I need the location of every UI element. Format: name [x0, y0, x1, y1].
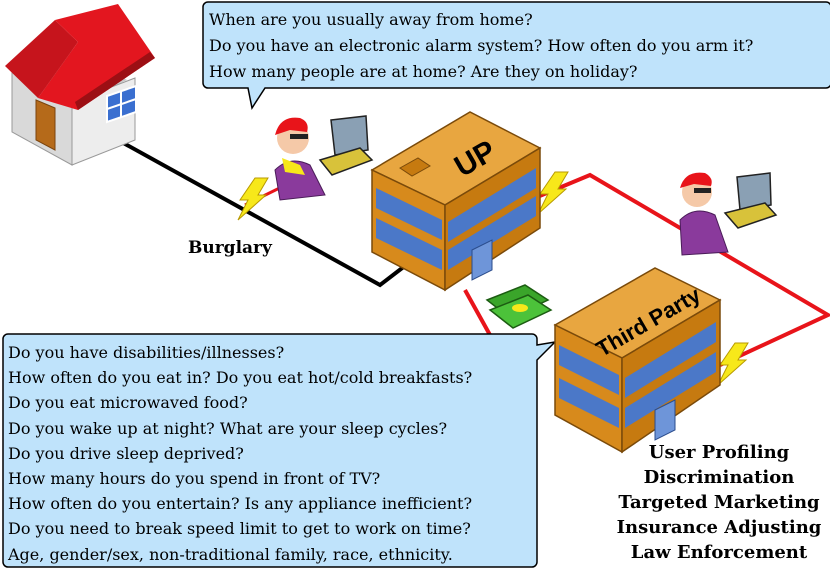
top-question: How many people are at home? Are they on… [209, 62, 638, 81]
data-uses-list: User Profiling Discrimination Targeted M… [612, 440, 826, 565]
lightning-icon [237, 177, 269, 221]
bottom-question: Age, gender/sex, non-traditional family,… [8, 544, 453, 564]
lightning-icon-2 [537, 171, 569, 215]
top-question: When are you usually away from home? [209, 10, 533, 29]
bottom-question: How often do you eat in? Do you eat hot/… [8, 368, 473, 388]
use-item: Targeted Marketing [618, 492, 820, 513]
bottom-question: Do you wake up at night? What are your s… [8, 418, 448, 438]
top-bubble-questions: When are you usually away from home? Do … [209, 7, 753, 85]
money-icon [485, 284, 553, 329]
bottom-bubble-questions: Do you have disabilities/illnesses? How … [8, 340, 472, 567]
hacker-icon [274, 117, 326, 201]
hacker-icon-2 [679, 172, 729, 256]
bottom-question: How many hours do you spend in front of … [8, 469, 381, 489]
use-item: User Profiling [648, 442, 790, 463]
house-to-up-line [117, 138, 412, 288]
top-speech-bubble [202, 1, 830, 110]
lightning-icon-3 [717, 342, 749, 386]
bottom-question: Do you eat microwaved food? [8, 393, 248, 413]
top-question: Do you have an electronic alarm system? … [209, 36, 754, 55]
bottom-question: How often do you entertain? Is any appli… [8, 494, 473, 514]
house-icon [5, 4, 155, 166]
laptop-icon [318, 115, 374, 176]
use-item: Law Enforcement [630, 542, 808, 563]
use-item: Discrimination [643, 467, 795, 488]
laptop-icon-2 [723, 172, 778, 229]
building-icon-third-party [553, 267, 722, 454]
bottom-question: Do you drive sleep deprived? [8, 443, 244, 463]
bottom-question: Do you have disabilities/illnesses? [8, 343, 285, 362]
use-item: Insurance Adjusting [616, 517, 822, 538]
burglary-label: Burglary [188, 238, 272, 258]
building-icon-up [370, 111, 542, 292]
bottom-speech-bubble [2, 333, 558, 568]
bottom-question: Do you need to break speed limit to get … [8, 519, 471, 539]
